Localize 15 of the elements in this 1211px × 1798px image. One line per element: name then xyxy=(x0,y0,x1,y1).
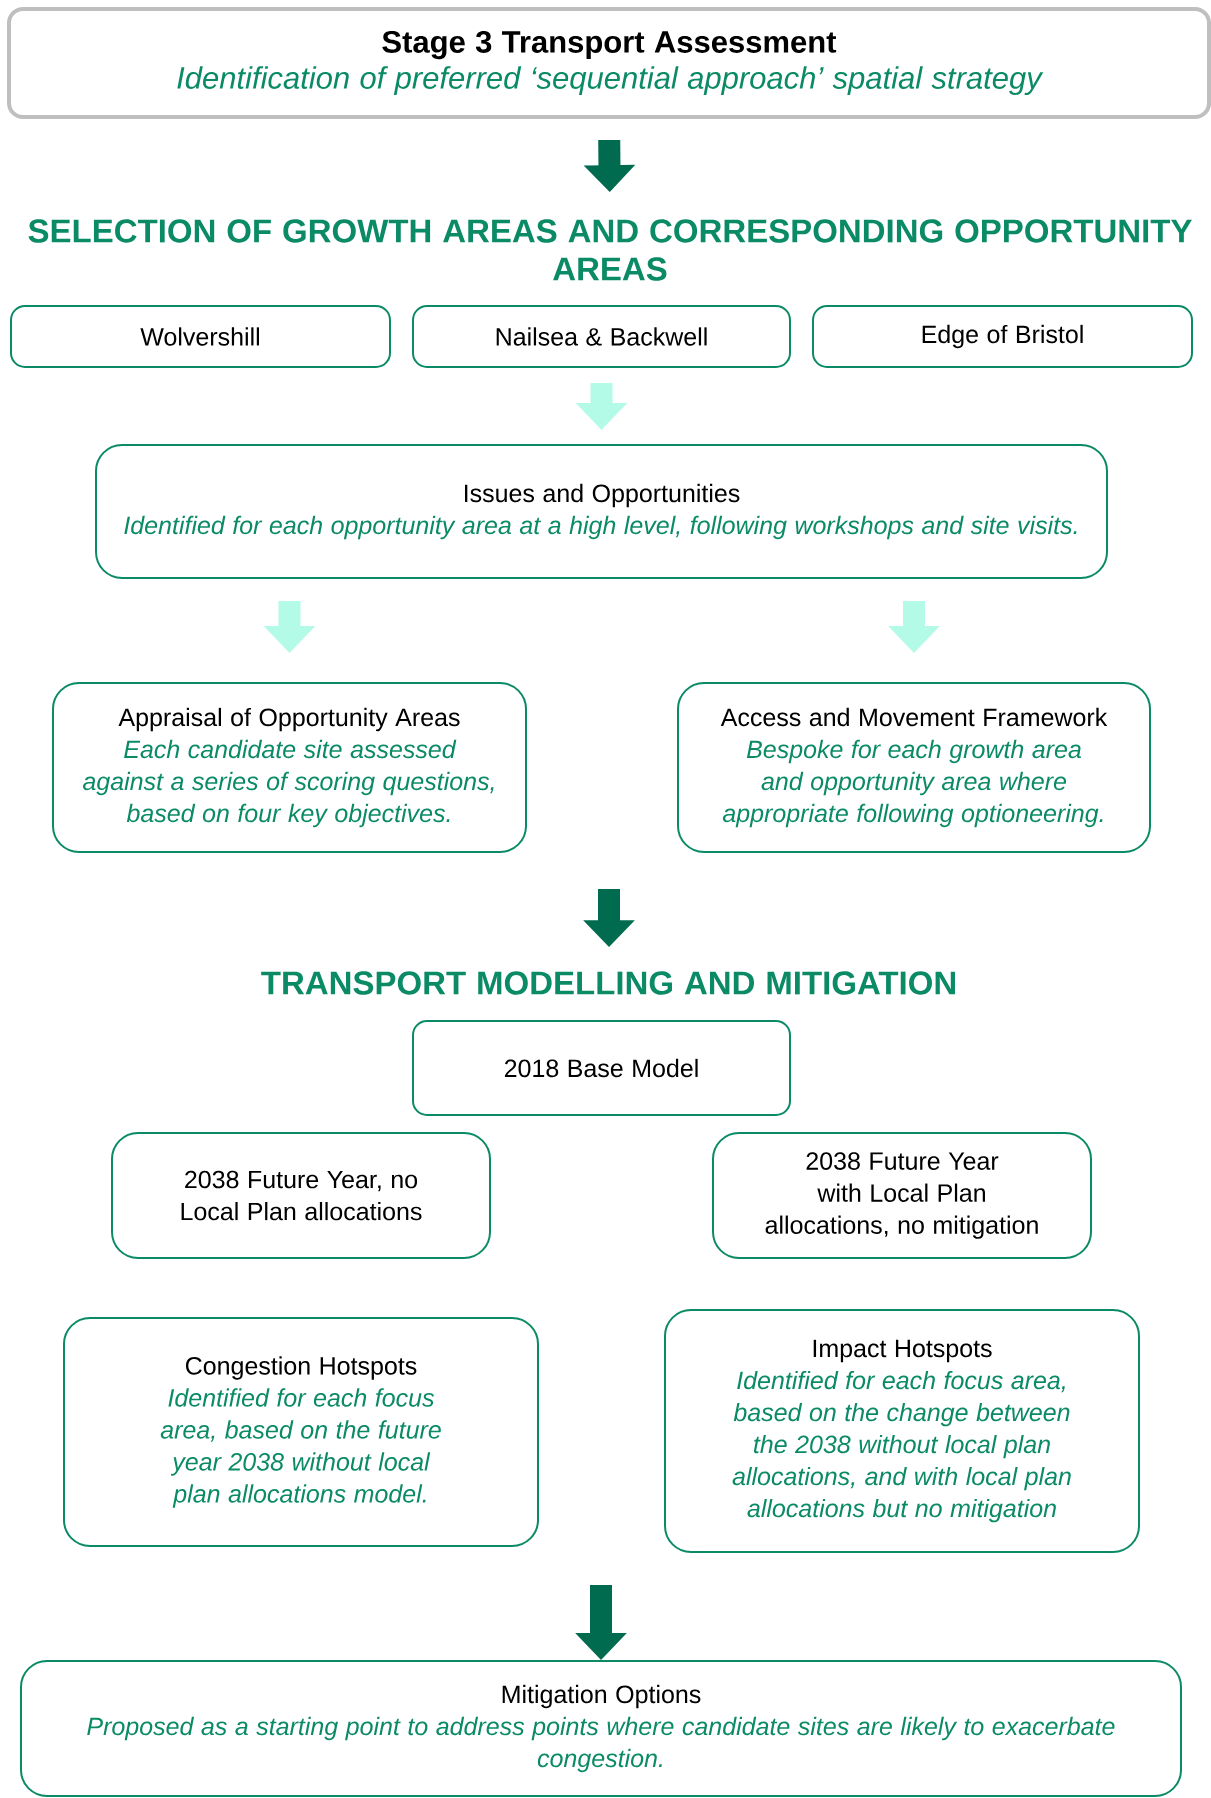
process-box: 2018 Base Model xyxy=(412,1020,791,1116)
process-box: 2038 Future Year, no Local Plan allocations xyxy=(111,1132,491,1259)
process-box: Appraisal of Opportunity Areas Each candidate site assessed against a series of scoring questions, based on four key objectives. xyxy=(52,682,527,853)
title-box: Stage 3 Transport Assessment Identification of preferred ‘sequential approach’ spatial strategy xyxy=(7,7,1211,119)
process-box: 2038 Future Year with Local Plan allocations, no mitigation xyxy=(712,1132,1092,1259)
process-box: Wolvershill xyxy=(10,305,391,368)
process-box: Edge of Bristol xyxy=(812,305,1193,368)
process-box: Mitigation Options Proposed as a starting point to address points where candidate sites are likely to exacerbate congestion. xyxy=(20,1660,1182,1797)
process-box: Nailsea & Backwell xyxy=(412,305,791,368)
process-box: Access and Movement Framework Bespoke for each growth area and opportunity area where appropriate following optioneering. xyxy=(677,682,1151,853)
process-box: Impact Hotspots Identified for each focus area, based on the change between the 2038 without local plan allocations, and with local plan allocations but no mitigation xyxy=(664,1309,1140,1553)
process-box: Congestion Hotspots Identified for each focus area, based on the future year 2038 without local plan allocations model. xyxy=(63,1317,539,1547)
process-box: Issues and Opportunities Identified for each opportunity area at a high level, following workshops and site visits. xyxy=(95,444,1108,579)
section-heading: SELECTION OF GROWTH AREAS AND CORRESPONDING OPPORTUNITY AREAS xyxy=(28,219,1192,281)
section-heading: TRANSPORT MODELLING AND MITIGATION xyxy=(261,971,955,995)
